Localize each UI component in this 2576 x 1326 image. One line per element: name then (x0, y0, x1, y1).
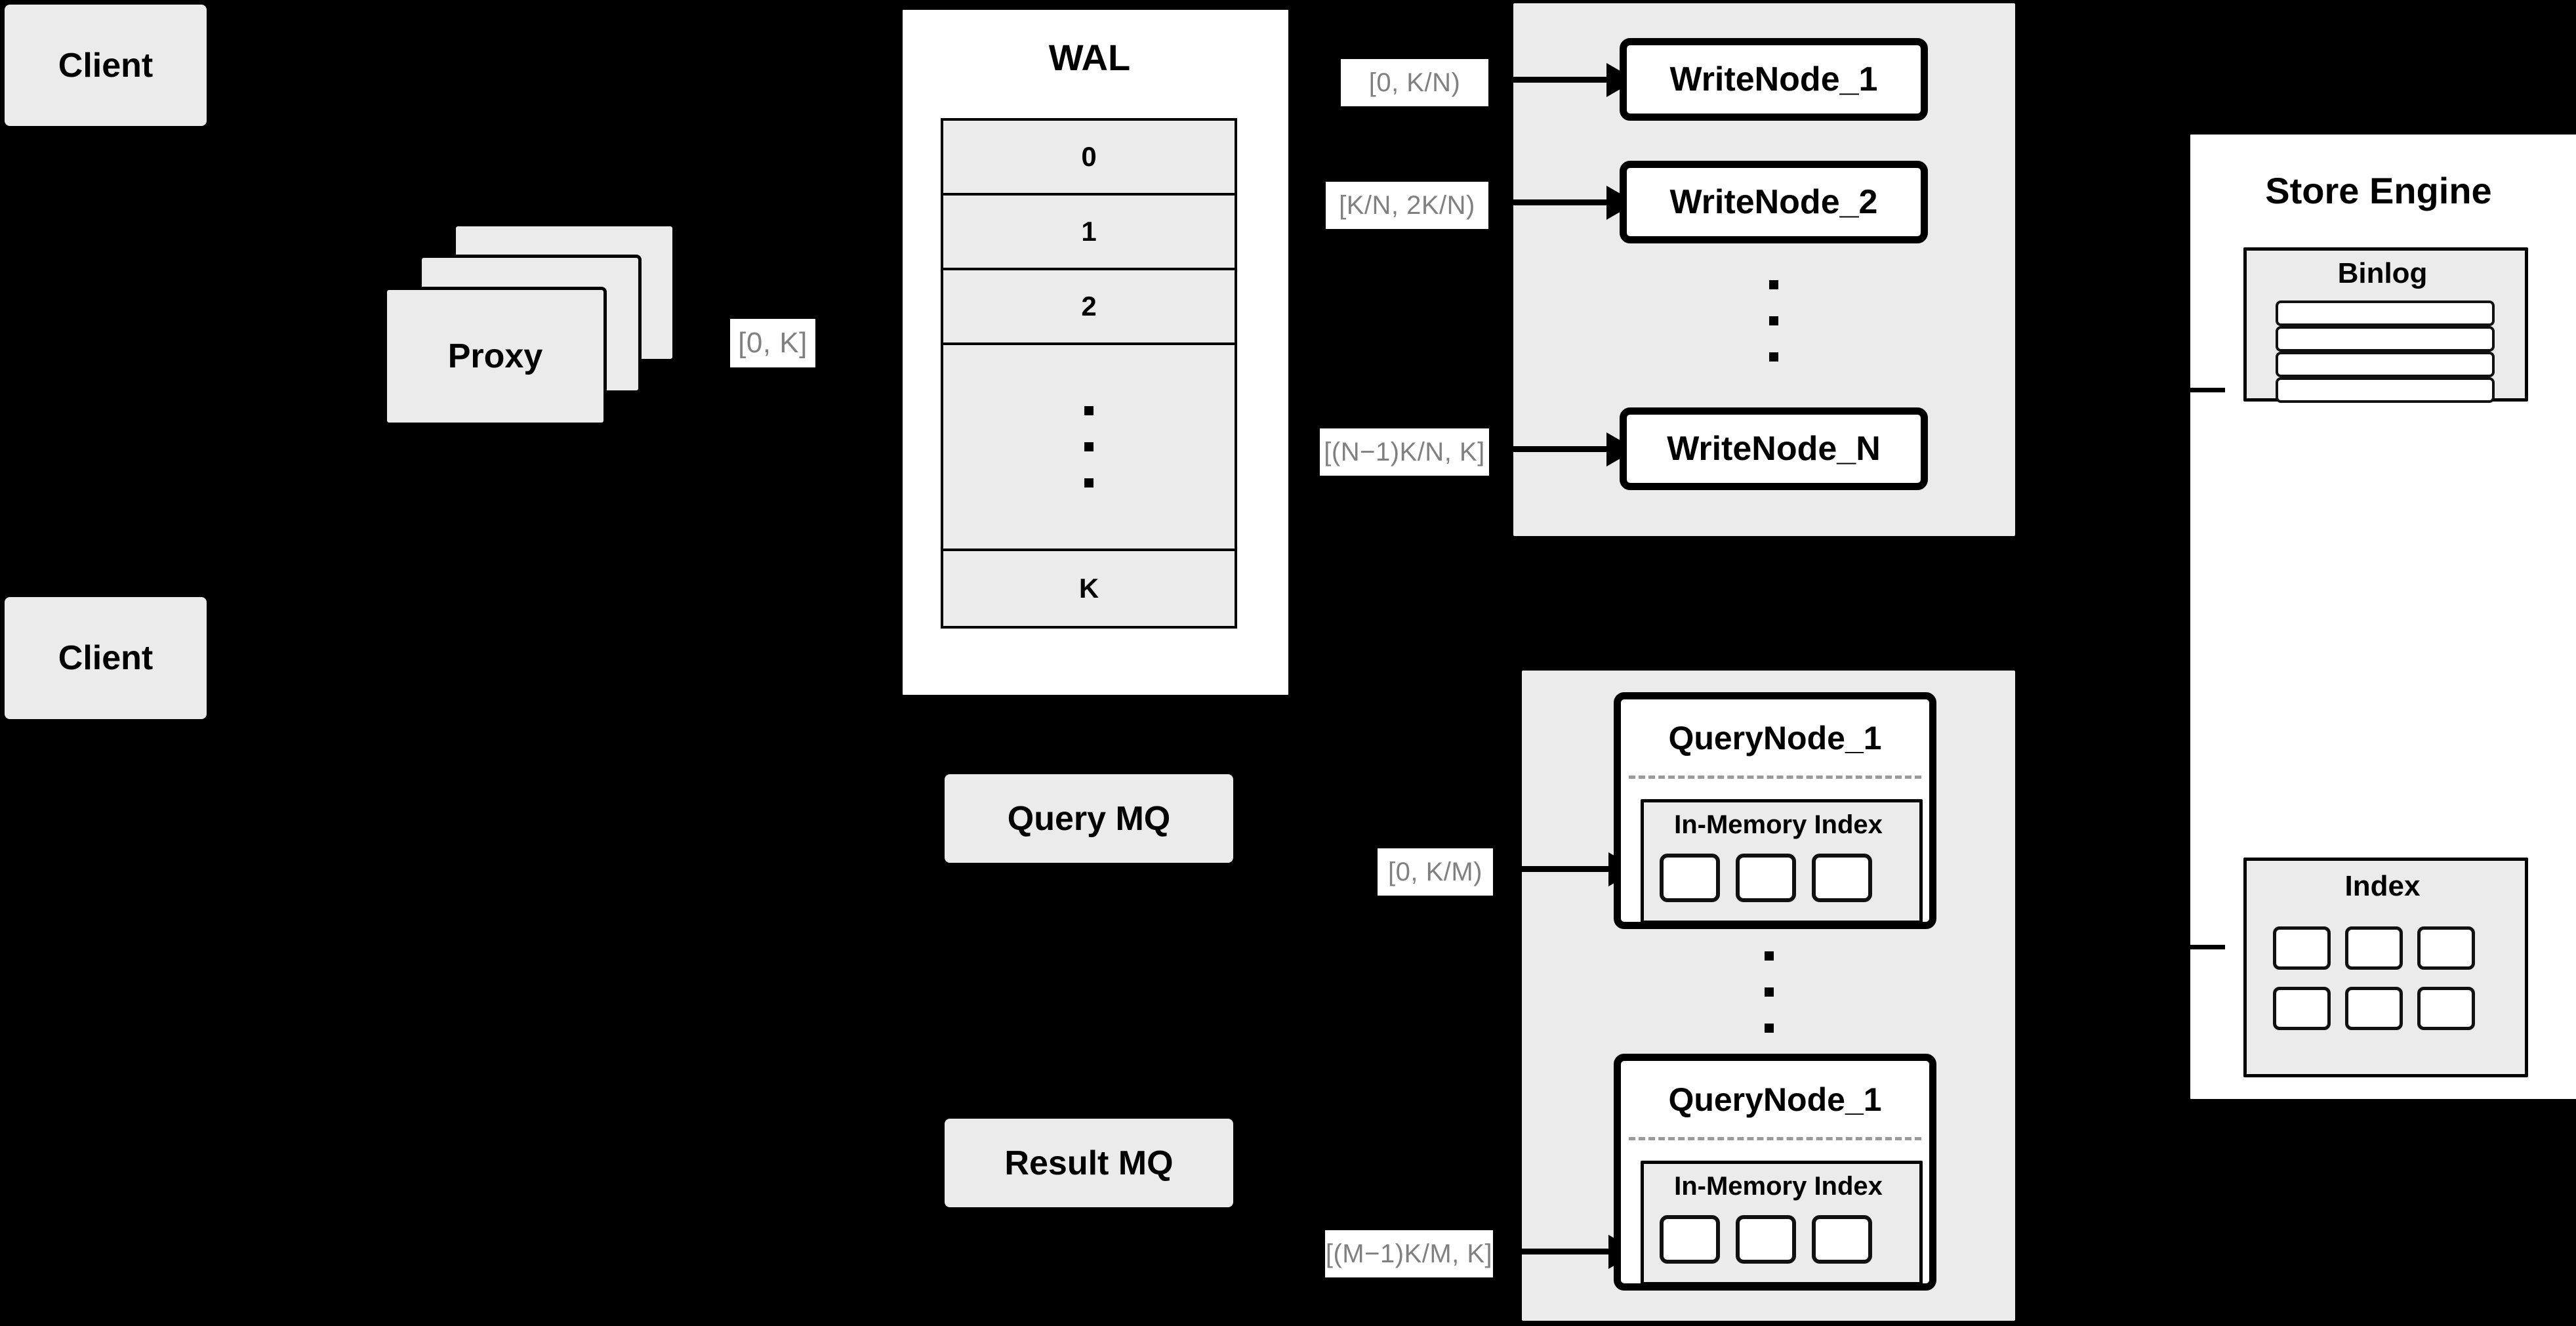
store-index-cell[interactable] (2345, 926, 2403, 970)
store-index-title: Index (2344, 870, 2421, 902)
query-node-m-inmemory-index: In-Memory Index (1641, 1161, 1923, 1285)
write-node-1-range-text: [0, K/N) (1368, 68, 1461, 97)
write-group-vertical-ellipsis-icon (1769, 280, 1778, 362)
index-cell[interactable] (1660, 854, 1720, 902)
query-node-1-range-label: [0, K/M) (1378, 848, 1493, 896)
write-node-1-range-label: [0, K/N) (1341, 59, 1488, 106)
query-node-1[interactable]: QueryNode_1 In-Memory Index (1614, 692, 1936, 929)
wal-vertical-ellipsis-icon (1084, 406, 1094, 488)
index-cell[interactable] (1660, 1215, 1720, 1264)
wal-row-ellipsis (943, 345, 1235, 552)
wal-row-label: 0 (1081, 140, 1097, 172)
write-node-n[interactable]: WriteNode_N (1620, 407, 1928, 490)
write-node-2-range-text: [K/N, 2K/N) (1339, 190, 1475, 220)
query-node-1-label: QueryNode_1 (1668, 720, 1882, 756)
store-index-cell[interactable] (2345, 987, 2403, 1030)
index-cell[interactable] (1812, 1215, 1872, 1264)
query-mq-label: Query MQ (1007, 799, 1171, 838)
wal-row[interactable]: 1 (943, 196, 1235, 270)
index-cell[interactable] (1736, 1215, 1796, 1264)
binlog-arrow-line (2184, 388, 2225, 392)
store-index-box: Index (2243, 858, 2528, 1077)
index-cell[interactable] (1812, 854, 1872, 902)
client-label-2: Client (58, 639, 153, 677)
write-node-1-arrow-line (1513, 77, 1612, 83)
write-node-n-arrow-line (1513, 446, 1612, 452)
wal-row-label: 2 (1081, 290, 1097, 321)
proxy-label: Proxy (447, 337, 543, 375)
query-node-m-range-text: [(M−1)K/M, K] (1325, 1239, 1493, 1268)
query-node-1-range-text: [0, K/M) (1387, 857, 1483, 886)
index-arrow-line (2184, 945, 2225, 949)
query-node-1-divider (1629, 776, 1921, 779)
client-box-2[interactable]: Client (5, 597, 207, 719)
wal-title: WAL (1048, 37, 1131, 78)
store-index-cell[interactable] (2273, 987, 2331, 1030)
write-node-n-range-text: [(N−1)K/N, K] (1324, 437, 1485, 466)
write-node-2[interactable]: WriteNode_2 (1620, 161, 1928, 243)
result-mq-label: Result MQ (1004, 1144, 1174, 1182)
binlog-title: Binlog (2337, 257, 2428, 289)
store-index-cell[interactable] (2273, 926, 2331, 970)
binlog-row[interactable] (2276, 352, 2495, 377)
wal-row[interactable]: 2 (943, 270, 1235, 345)
index-cell[interactable] (1736, 854, 1796, 902)
query-node-m[interactable]: QueryNode_1 In-Memory Index (1614, 1054, 1936, 1291)
store-index-cell[interactable] (2417, 987, 2475, 1030)
write-node-1[interactable]: WriteNode_1 (1620, 38, 1928, 121)
write-node-1-label: WriteNode_1 (1669, 60, 1878, 98)
query-mq-box[interactable]: Query MQ (945, 774, 1233, 863)
binlog-row[interactable] (2276, 377, 2495, 403)
proxy-range-text: [0, K] (738, 327, 808, 359)
write-node-2-label: WriteNode_2 (1669, 183, 1878, 221)
wal-row[interactable]: 0 (943, 121, 1235, 196)
write-node-2-range-label: [K/N, 2K/N) (1326, 182, 1488, 229)
query-group-vertical-ellipsis-icon (1765, 951, 1774, 1033)
write-node-n-range-label: [(N−1)K/N, K] (1320, 428, 1489, 476)
store-index-cell[interactable] (2417, 926, 2475, 970)
wal-row-list: 0 1 2 K (941, 118, 1237, 629)
result-mq-box[interactable]: Result MQ (945, 1119, 1233, 1207)
query-node-m-label: QueryNode_1 (1668, 1081, 1882, 1118)
query-node-m-divider (1629, 1137, 1921, 1140)
write-node-2-arrow-line (1513, 199, 1612, 205)
query-node-1-arrow-line (1522, 866, 1614, 872)
wal-row-label: K (1078, 573, 1099, 604)
write-node-n-label: WriteNode_N (1667, 430, 1881, 468)
query-node-m-range-label: [(M−1)K/M, K] (1325, 1230, 1493, 1277)
binlog-row[interactable] (2276, 326, 2495, 352)
proxy-range-label: [0, K] (730, 319, 815, 367)
client-label-1: Client (58, 46, 153, 85)
wal-row[interactable]: K (943, 551, 1235, 626)
binlog-box: Binlog (2243, 247, 2528, 403)
proxy-box[interactable]: Proxy (384, 287, 607, 426)
client-box-1[interactable]: Client (5, 5, 207, 126)
query-node-1-index-title: In-Memory Index (1674, 810, 1883, 839)
query-node-m-index-title: In-Memory Index (1674, 1172, 1883, 1201)
wal-row-label: 1 (1081, 215, 1097, 247)
query-node-1-inmemory-index: In-Memory Index (1641, 799, 1923, 924)
store-engine-title: Store Engine (2265, 170, 2492, 211)
query-node-m-arrow-line (1522, 1249, 1614, 1254)
binlog-row[interactable] (2276, 300, 2495, 326)
